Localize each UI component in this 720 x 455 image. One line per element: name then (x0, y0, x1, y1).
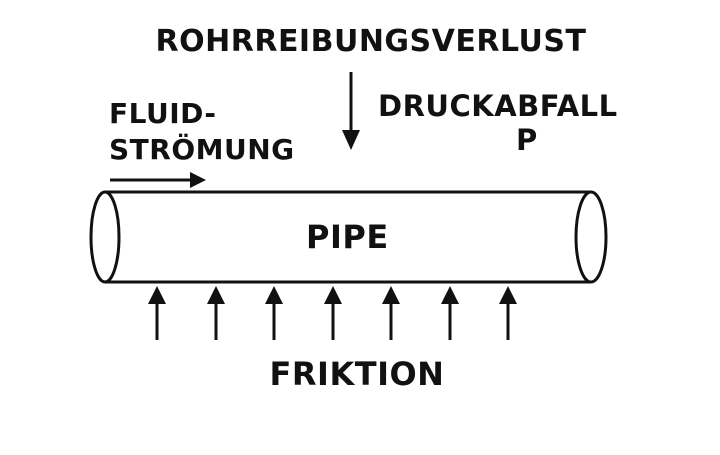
friction-arrow (324, 286, 342, 340)
pipe-right-end (574, 190, 608, 284)
friction-arrow (207, 286, 225, 340)
friction-arrow (499, 286, 517, 340)
friction-arrows (148, 286, 517, 340)
pipe-left-end (89, 190, 121, 284)
pipe-label: PIPE (306, 218, 389, 256)
friction-arrow (441, 286, 459, 340)
flow-label-line2: STRÖMUNG (109, 133, 295, 166)
friction-arrow (265, 286, 283, 340)
flow-arrow (110, 172, 206, 188)
pressure-drop-label-line1: DRUCKABFALL (378, 89, 618, 123)
flow-label-line1: FLUID- (109, 97, 217, 130)
friction-arrow (148, 286, 166, 340)
diagram-title: ROHRREIBUNGSVERLUST (155, 24, 587, 59)
pipe (89, 190, 608, 284)
friction-arrow (382, 286, 400, 340)
pressure-drop-label-line2: P (516, 123, 538, 157)
pressure-drop-arrow (342, 72, 360, 150)
friction-label: FRIKTION (269, 355, 445, 393)
